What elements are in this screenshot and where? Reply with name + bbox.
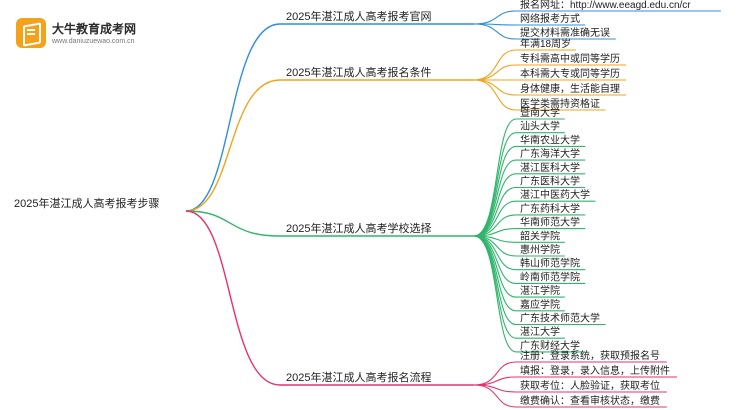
leaf-label: 年满18周岁 (520, 37, 571, 50)
leaf-label: 填报：登录，录入信息，上传附件 (520, 364, 670, 377)
branch-label: 2025年湛江成人高考报名条件 (286, 65, 431, 79)
root-node: 2025年湛江成人高考报考步骤 (14, 196, 159, 210)
leaf-label: 提交材料需准确无误 (520, 26, 610, 39)
branch-label: 2025年湛江成人高考学校选择 (286, 221, 431, 235)
leaf-connector (473, 200, 517, 237)
leaf-connector (473, 384, 517, 408)
leaf-connector (473, 145, 517, 237)
leaf-label: 专科需高中或同等学历 (520, 52, 620, 65)
leaf-label: 华南师范大学 (520, 216, 580, 229)
leaf-label: 汕头大学 (520, 120, 560, 133)
leaf-label: 本科需大专或同等学历 (520, 67, 620, 80)
logo: 大牛教育成考网 www.daniuzuewao.com.cn (16, 14, 136, 54)
leaf-label: 暨南大学 (520, 106, 560, 119)
leaf-connector (473, 10, 517, 25)
leaf-label: 湛江医科大学 (520, 161, 580, 174)
leaf-label: 广东海洋大学 (520, 147, 580, 160)
leaf-label: 获取考位：人脸验证，获取考位 (520, 379, 660, 392)
leaf-label: 湛江中医药大学 (520, 188, 590, 201)
leaf-connector (473, 235, 517, 353)
leaf-connector (473, 159, 517, 237)
leaf-connector (473, 23, 517, 40)
leaf-label: 广东药科大学 (520, 202, 580, 215)
leaf-label: 注册：登录系统，获取预报名号 (520, 349, 660, 362)
logo-name: 大牛教育成考网 (52, 22, 137, 36)
leaf-label: 湛江大学 (520, 325, 560, 338)
leaf-label: 韩山师范学院 (520, 257, 580, 270)
leaf-label: 惠州学院 (520, 243, 560, 256)
branch-label: 2025年湛江成人高考报考官网 (286, 9, 431, 23)
branch-label: 2025年湛江成人高考报名流程 (286, 370, 431, 384)
leaf-connector (473, 132, 517, 237)
leaf-label: 岭南师范学院 (520, 270, 580, 283)
branch-connector (185, 23, 281, 212)
leaf-label: 广东技术师范大学 (520, 312, 600, 325)
leaf-label: 网络报考方式 (520, 12, 580, 25)
leaf-connector (473, 376, 517, 386)
leaf-label: 韶关学院 (520, 229, 560, 242)
leaf-label: 广东财经大学 (520, 339, 580, 352)
branch-connector (185, 79, 281, 212)
leaf-label: 湛江学院 (520, 284, 560, 297)
book-icon (16, 18, 46, 48)
leaf-label: 报名网址：http://www.eeagd.edu.cn/cr (520, 0, 691, 11)
leaf-label: 缴费确认：查看审核状态，缴费 (520, 394, 660, 407)
leaf-label: 嘉应学院 (520, 298, 560, 311)
leaf-connector (473, 118, 517, 237)
leaf-label: 身体健康，生活能自理 (520, 82, 620, 95)
branch-connector (185, 210, 281, 386)
logo-url: www.daniuzuewao.com.cn (52, 38, 135, 45)
branch-connector (185, 210, 281, 237)
leaf-label: 广东医科大学 (520, 175, 580, 188)
leaf-connector (473, 235, 517, 271)
leaf-label: 医学类需持资格证 (520, 97, 600, 110)
leaf-connector (473, 79, 517, 111)
leaf-label: 华南农业大学 (520, 133, 580, 146)
